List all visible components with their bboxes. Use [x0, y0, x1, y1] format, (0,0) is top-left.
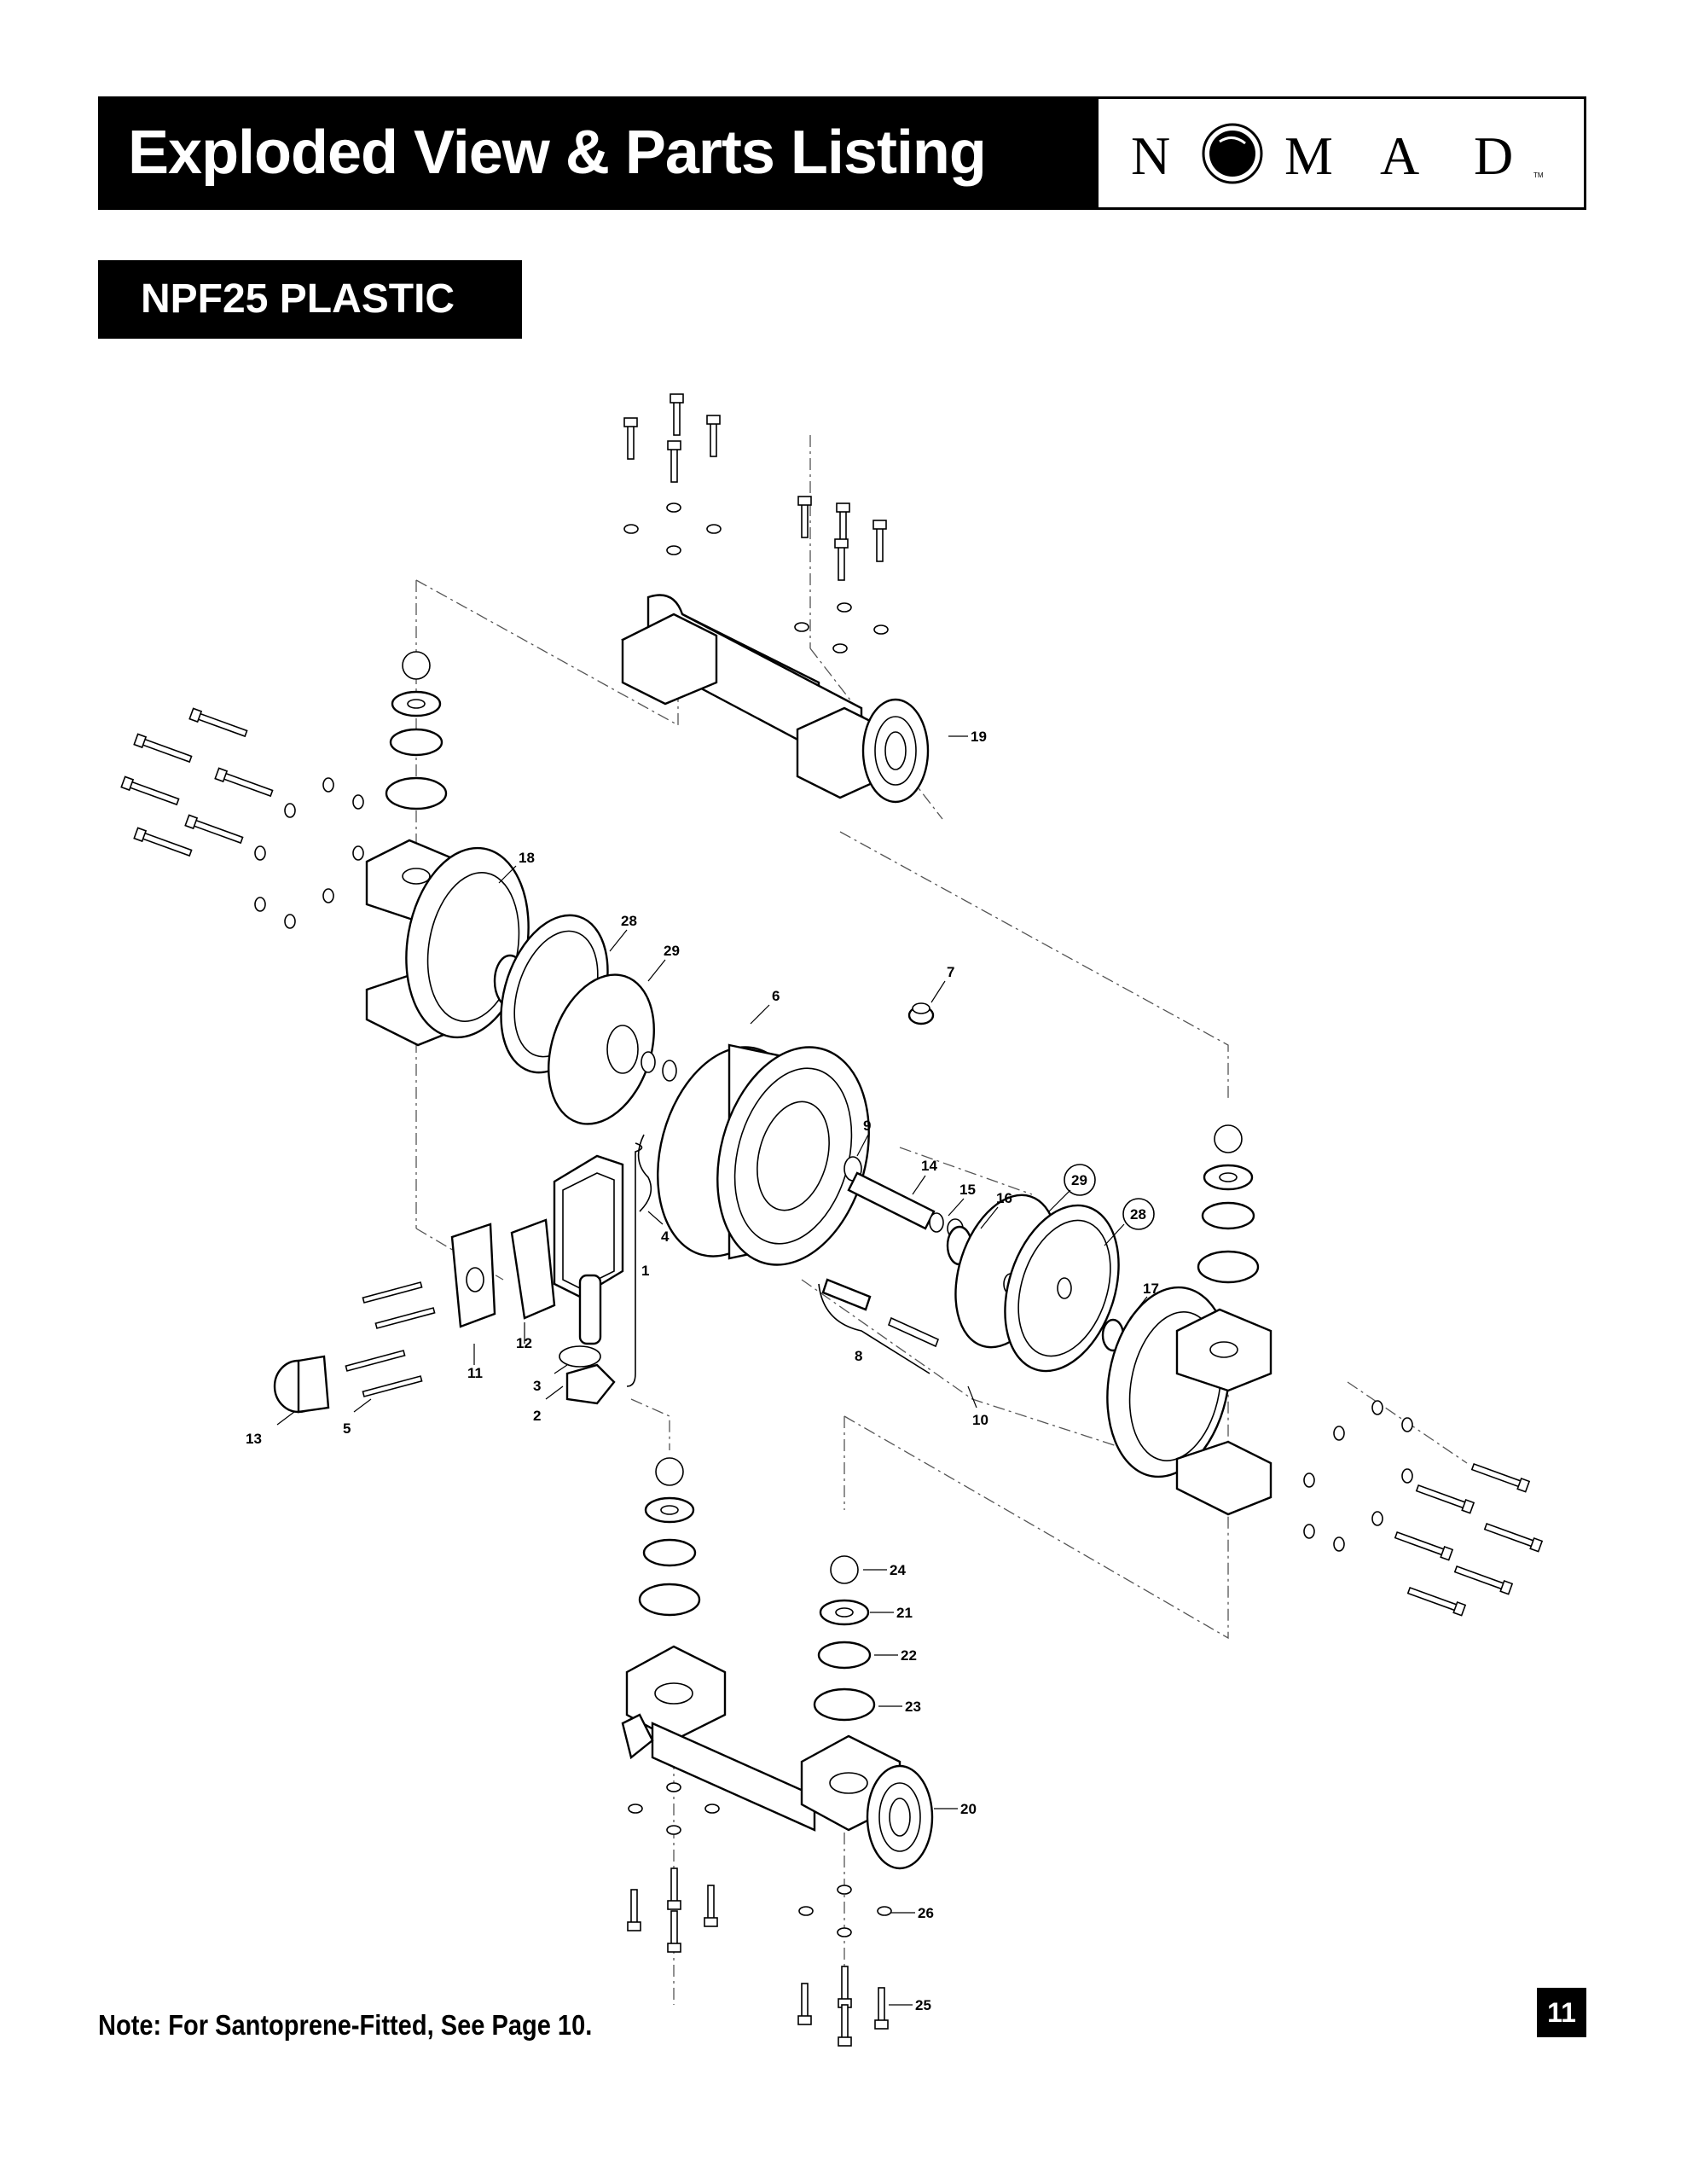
- logo-letter-n: N: [1131, 125, 1170, 186]
- callout-1: 1: [641, 1263, 649, 1279]
- bottom-manifold-bolts: [627, 1782, 892, 2047]
- top-discharge-manifold: [621, 594, 930, 804]
- callout-29-right: 29: [1071, 1172, 1087, 1188]
- callout-14: 14: [921, 1158, 937, 1174]
- header-banner: Exploded View & Parts Listing N M A D TM: [98, 96, 1586, 210]
- callout-3: 3: [533, 1378, 541, 1394]
- pilot-valve-spool: [821, 1278, 940, 1348]
- callout-4: 4: [661, 1228, 670, 1245]
- right-upper-valve-stack: [1197, 1124, 1260, 1284]
- air-valve-bolts: [345, 1281, 436, 1397]
- seat-o-ring: [817, 1641, 872, 1670]
- callout-20: 20: [960, 1801, 977, 1817]
- left-diaphragm-assembly: [493, 914, 677, 1125]
- callout-21: 21: [896, 1605, 913, 1621]
- callout-leaders: [276, 735, 1155, 2006]
- right-diaphragm-assembly: [954, 1194, 1125, 1373]
- callout-28-right: 28: [1130, 1206, 1146, 1223]
- callout-12: 12: [516, 1335, 532, 1351]
- muffler-plug: [907, 1002, 935, 1025]
- left-upper-valve-stack: [385, 651, 448, 810]
- valve-ball: [830, 1555, 859, 1584]
- callout-9: 9: [863, 1118, 871, 1134]
- left-lower-valve-stack: [638, 1457, 701, 1617]
- callout-15: 15: [959, 1182, 976, 1198]
- logo-letter-m: M: [1284, 125, 1333, 186]
- section-title: NPF25 PLASTIC: [98, 260, 522, 339]
- manifold-o-ring: [813, 1687, 876, 1722]
- trademark-mark: TM: [1533, 171, 1544, 179]
- logo-letter-d: D: [1474, 125, 1513, 186]
- callout-25: 25: [915, 1997, 931, 2013]
- page-title: Exploded View & Parts Listing: [101, 99, 1099, 207]
- air-valve-assembly: [450, 1134, 652, 1328]
- callout-2: 2: [533, 1408, 541, 1424]
- callout-5: 5: [343, 1420, 351, 1437]
- callout-16: 16: [996, 1190, 1012, 1206]
- callout-labels: 19 18 28 29 6 7 9 14 15 16 29 28 17 4 1 …: [246, 729, 1159, 2013]
- center-air-body: [657, 1043, 870, 1266]
- exhaust-muffler: [273, 1355, 330, 1414]
- right-lower-valve-stack: [813, 1555, 876, 1722]
- callout-19: 19: [971, 729, 987, 745]
- callout-13: 13: [246, 1431, 262, 1447]
- left-chamber-bolts: [120, 707, 364, 929]
- callout-17: 17: [1143, 1281, 1159, 1297]
- logo-letter-a: A: [1380, 125, 1419, 186]
- logo-o-mark-icon: [1202, 123, 1263, 184]
- callout-26: 26: [918, 1905, 934, 1921]
- callout-6: 6: [772, 988, 780, 1004]
- callout-8: 8: [855, 1348, 862, 1364]
- callout-7: 7: [947, 964, 954, 980]
- callout-22: 22: [901, 1647, 917, 1664]
- callout-circle-29: [1064, 1164, 1096, 1196]
- callout-29-left: 29: [664, 943, 680, 959]
- right-chamber-bolts: [1303, 1400, 1544, 1617]
- callout-28-left: 28: [621, 913, 637, 929]
- callout-circle-28: [1122, 1198, 1155, 1230]
- page-number: 11: [1537, 1988, 1586, 2037]
- callout-10: 10: [972, 1412, 988, 1428]
- nomad-logo: N M A D TM: [1099, 99, 1584, 207]
- air-valve-spool: [559, 1274, 616, 1405]
- callout-23: 23: [905, 1699, 921, 1715]
- footer-note: Note: For Santoprene-Fitted, See Page 10…: [98, 2009, 593, 2041]
- left-fluid-chamber: [365, 839, 530, 1047]
- top-manifold-bolts: [623, 393, 889, 653]
- callout-11: 11: [467, 1365, 483, 1381]
- right-fluid-chamber: [1106, 1286, 1272, 1516]
- diaphragm-shaft: [847, 1171, 973, 1266]
- bottom-inlet-manifold: [621, 1645, 934, 1870]
- callout-18: 18: [519, 850, 535, 866]
- callout-24: 24: [890, 1562, 906, 1578]
